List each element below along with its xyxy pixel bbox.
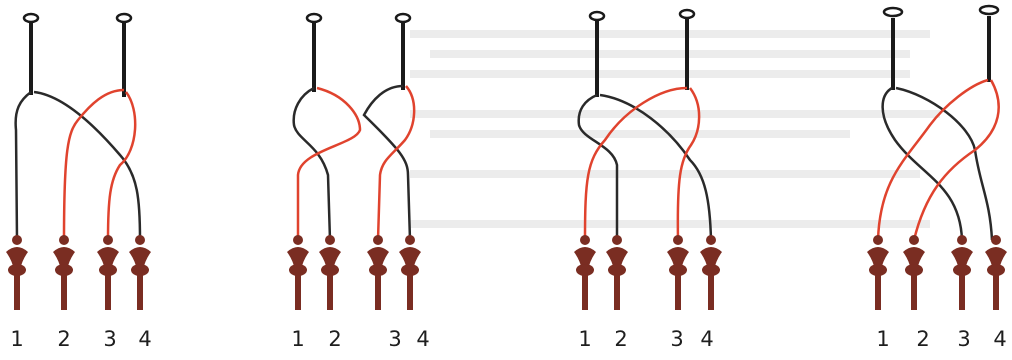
thread-1-black bbox=[14, 90, 32, 241]
pin-right bbox=[115, 12, 133, 97]
bobbins bbox=[574, 235, 722, 310]
thread-3-red bbox=[876, 78, 989, 241]
pin-left bbox=[588, 10, 606, 97]
step-4-diagram bbox=[867, 4, 1007, 310]
step-3-panel: 1 2 3 4 bbox=[565, 0, 765, 360]
bobbin-number-4: 4 bbox=[138, 327, 152, 351]
pin-right bbox=[394, 12, 412, 90]
pin-left bbox=[882, 6, 904, 90]
bobbin-number-2: 2 bbox=[614, 327, 628, 351]
bobbins bbox=[287, 235, 421, 310]
thread-3-red bbox=[62, 88, 125, 241]
thread-4-red bbox=[912, 79, 1000, 241]
step-1-panel: 1 2 3 4 bbox=[0, 0, 200, 360]
bobbin-number-3: 3 bbox=[670, 327, 684, 351]
bobbin-number-4: 4 bbox=[993, 327, 1007, 351]
thread-3-black bbox=[362, 84, 412, 241]
pin-right bbox=[678, 8, 696, 90]
bobbin-number-3: 3 bbox=[957, 327, 971, 351]
thread-1-black bbox=[881, 86, 964, 241]
bobbin-number-2: 2 bbox=[916, 327, 930, 351]
bobbin-number-3: 3 bbox=[388, 327, 402, 351]
bobbin-number-4: 4 bbox=[416, 327, 430, 351]
thread-2-red bbox=[296, 86, 362, 240]
thread-4-red bbox=[676, 87, 701, 241]
step-1-diagram bbox=[6, 12, 151, 310]
bobbin-number-1: 1 bbox=[10, 327, 24, 351]
thread-1-black bbox=[577, 93, 619, 240]
thread-2-black bbox=[895, 86, 994, 241]
step-4-panel: 1 2 3 4 bbox=[850, 0, 1012, 360]
bobbin-number-1: 1 bbox=[876, 327, 890, 351]
bobbin-number-4: 4 bbox=[700, 327, 714, 351]
bobbin-number-1: 1 bbox=[291, 327, 305, 351]
bobbin-number-2: 2 bbox=[328, 327, 342, 351]
step-3-diagram bbox=[574, 8, 722, 310]
bobbins bbox=[867, 235, 1007, 310]
thread-2-black bbox=[599, 93, 713, 241]
step-2-panel: 1 2 3 4 bbox=[280, 0, 480, 360]
pin-right bbox=[978, 4, 1000, 82]
thread-3-red bbox=[583, 86, 688, 241]
thread-4-red bbox=[376, 85, 416, 241]
thread-1-black bbox=[292, 86, 332, 241]
bobbin-number-3: 3 bbox=[103, 327, 117, 351]
thread-4-red bbox=[106, 91, 137, 241]
bobbin-number-1: 1 bbox=[578, 327, 592, 351]
bobbins bbox=[6, 235, 151, 310]
pin-left bbox=[305, 12, 323, 92]
step-2-diagram bbox=[287, 12, 421, 310]
bobbin-number-2: 2 bbox=[57, 327, 71, 351]
thread-2-black bbox=[33, 90, 142, 241]
pin-left bbox=[22, 12, 40, 95]
